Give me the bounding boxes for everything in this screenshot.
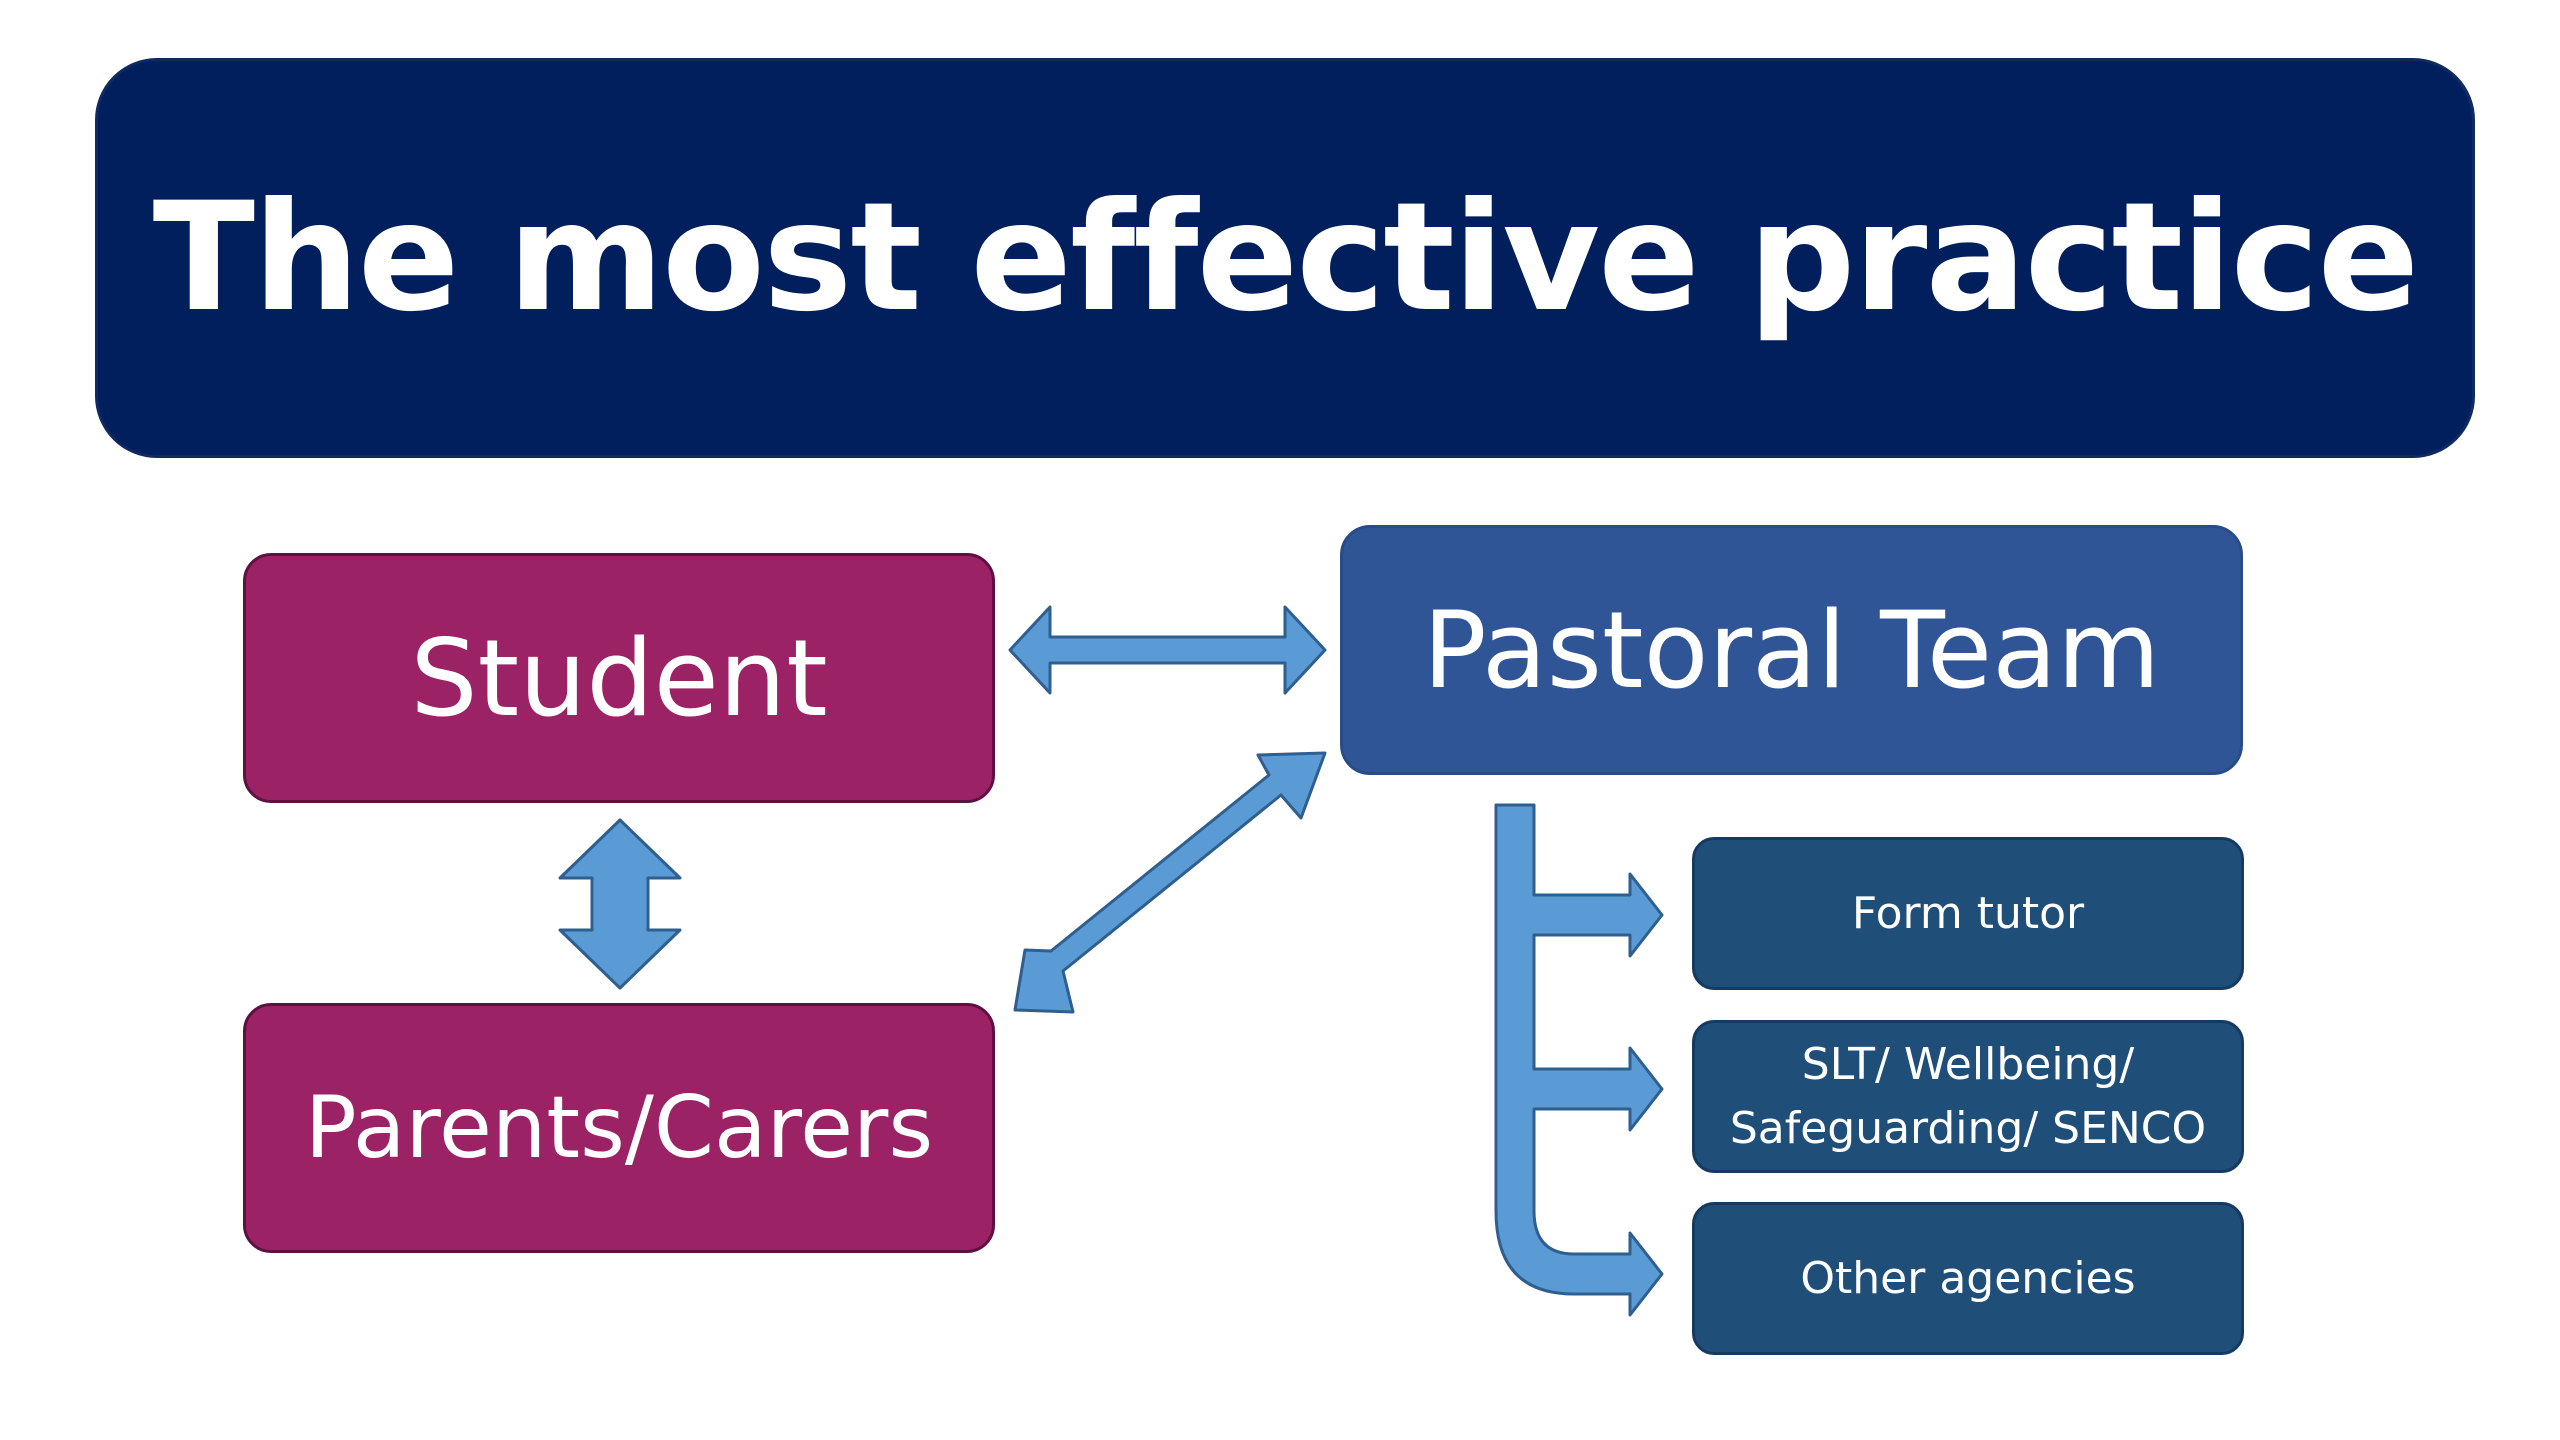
student-box: Student xyxy=(243,553,995,803)
parents-carers-box: Parents/Carers xyxy=(243,1003,995,1253)
other-agencies-box: Other agencies xyxy=(1692,1202,2244,1355)
form-tutor-box: Form tutor xyxy=(1692,837,2244,990)
pastoral-team-box: Pastoral Team xyxy=(1340,525,2243,775)
student-label: Student xyxy=(410,616,828,740)
pastoral-team-label: Pastoral Team xyxy=(1422,588,2161,712)
student-pastoral-arrow xyxy=(1008,605,1327,695)
slt-wellbeing-box: SLT/ Wellbeing/ Safeguarding/ SENCO xyxy=(1692,1020,2244,1173)
pastoral-bracket-connector xyxy=(1494,803,1664,1317)
page-title: The most effective practice xyxy=(152,171,2420,345)
slt-label-line1: SLT/ Wellbeing/ xyxy=(1801,1038,2135,1090)
slt-label-line2: Safeguarding/ SENCO xyxy=(1729,1102,2207,1154)
form-tutor-label: Form tutor xyxy=(1851,887,2085,939)
title-banner: The most effective practice xyxy=(95,58,2475,458)
parents-carers-label: Parents/Carers xyxy=(304,1078,934,1178)
other-agencies-label: Other agencies xyxy=(1800,1252,2136,1304)
student-parents-arrow xyxy=(558,818,682,990)
parents-pastoral-arrow xyxy=(1013,751,1327,1014)
